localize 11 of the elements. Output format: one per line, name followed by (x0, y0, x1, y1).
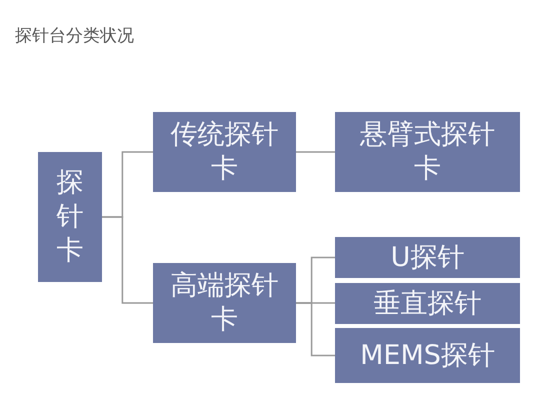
category-box: 高端探针卡 (153, 263, 296, 343)
category-box: U探针 (335, 237, 520, 278)
diagram-title: 探针台分类状况 (15, 25, 134, 47)
category-box: 垂直探针 (335, 283, 520, 324)
connector-line (102, 216, 153, 304)
category-box: MEMS探针 (335, 328, 520, 383)
category-box: 传统探针卡 (153, 112, 296, 192)
connector-line (296, 302, 335, 356)
category-box: 悬臂式探针卡 (335, 112, 520, 192)
category-box: 探针卡 (38, 152, 102, 282)
connector-line (296, 151, 335, 153)
